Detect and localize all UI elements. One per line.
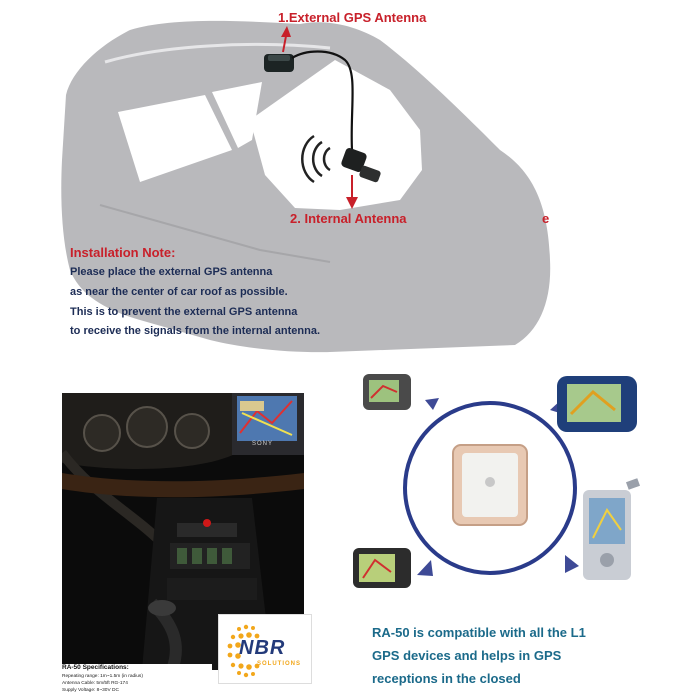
compatible-devices-diagram — [353, 374, 641, 588]
gps-unit-brand: SONY — [252, 441, 274, 447]
compatibility-line: receptions in the closed — [372, 671, 521, 686]
internal-antenna-label: 2. Internal Antenna — [290, 211, 407, 226]
gps-device-bottom-left — [353, 548, 411, 588]
logo-name: NBR — [239, 637, 286, 659]
repeater-antenna-module — [452, 444, 528, 526]
gps-device-top-right — [557, 376, 637, 432]
specs-panel — [62, 664, 212, 700]
antenna-cable — [291, 50, 354, 151]
logo-dot-globe-icon — [227, 624, 260, 678]
internal-antenna-label-suffix: e — [542, 211, 550, 226]
car-interior-illustration — [62, 393, 304, 670]
repeater-range-circle — [403, 401, 577, 575]
internal-arrow-icon — [346, 175, 358, 209]
logo-subtitle: SOLUTIONS — [257, 661, 302, 667]
spec-line: Antenna Cable: 5m/5ft RG-174 — [62, 681, 128, 686]
gps-device-top-left — [363, 374, 411, 410]
side-window-rear — [212, 82, 262, 148]
spec-line: Supply Voltage: 8~30V DC — [62, 688, 119, 693]
compatibility-line: GPS devices and helps in GPS — [372, 648, 562, 663]
specs-title: RA-50 Specifications: — [62, 664, 129, 671]
external-antenna-label: 1.External GPS Antenna — [278, 10, 427, 25]
installation-note-title: Installation Note: — [70, 245, 176, 260]
compatibility-line: RA-50 is compatible with all the L1 — [372, 625, 586, 640]
external-arrow-icon — [281, 26, 291, 53]
spec-line: Repeating range: 1m~1.5m (in radius) — [62, 674, 143, 679]
installation-note-line: This is to prevent the external GPS ante… — [70, 306, 298, 318]
body-line — [99, 204, 331, 263]
car-interior-photo: SONY — [62, 393, 304, 670]
installation-note-line: Please place the external GPS antenna — [70, 266, 273, 278]
side-window-front — [118, 95, 232, 182]
car-installation-diagram — [61, 20, 551, 353]
external-antenna — [264, 54, 294, 72]
nbr-solutions-logo: NBR SOLUTIONS — [218, 614, 312, 684]
roof-line — [104, 42, 331, 64]
internal-antenna — [341, 147, 381, 183]
gps-device-pda — [583, 478, 641, 580]
installation-note-line: as near the center of car roof as possib… — [70, 286, 288, 298]
signal-waves-icon — [301, 134, 331, 184]
installation-note-line: to receive the signals from the internal… — [70, 325, 321, 337]
